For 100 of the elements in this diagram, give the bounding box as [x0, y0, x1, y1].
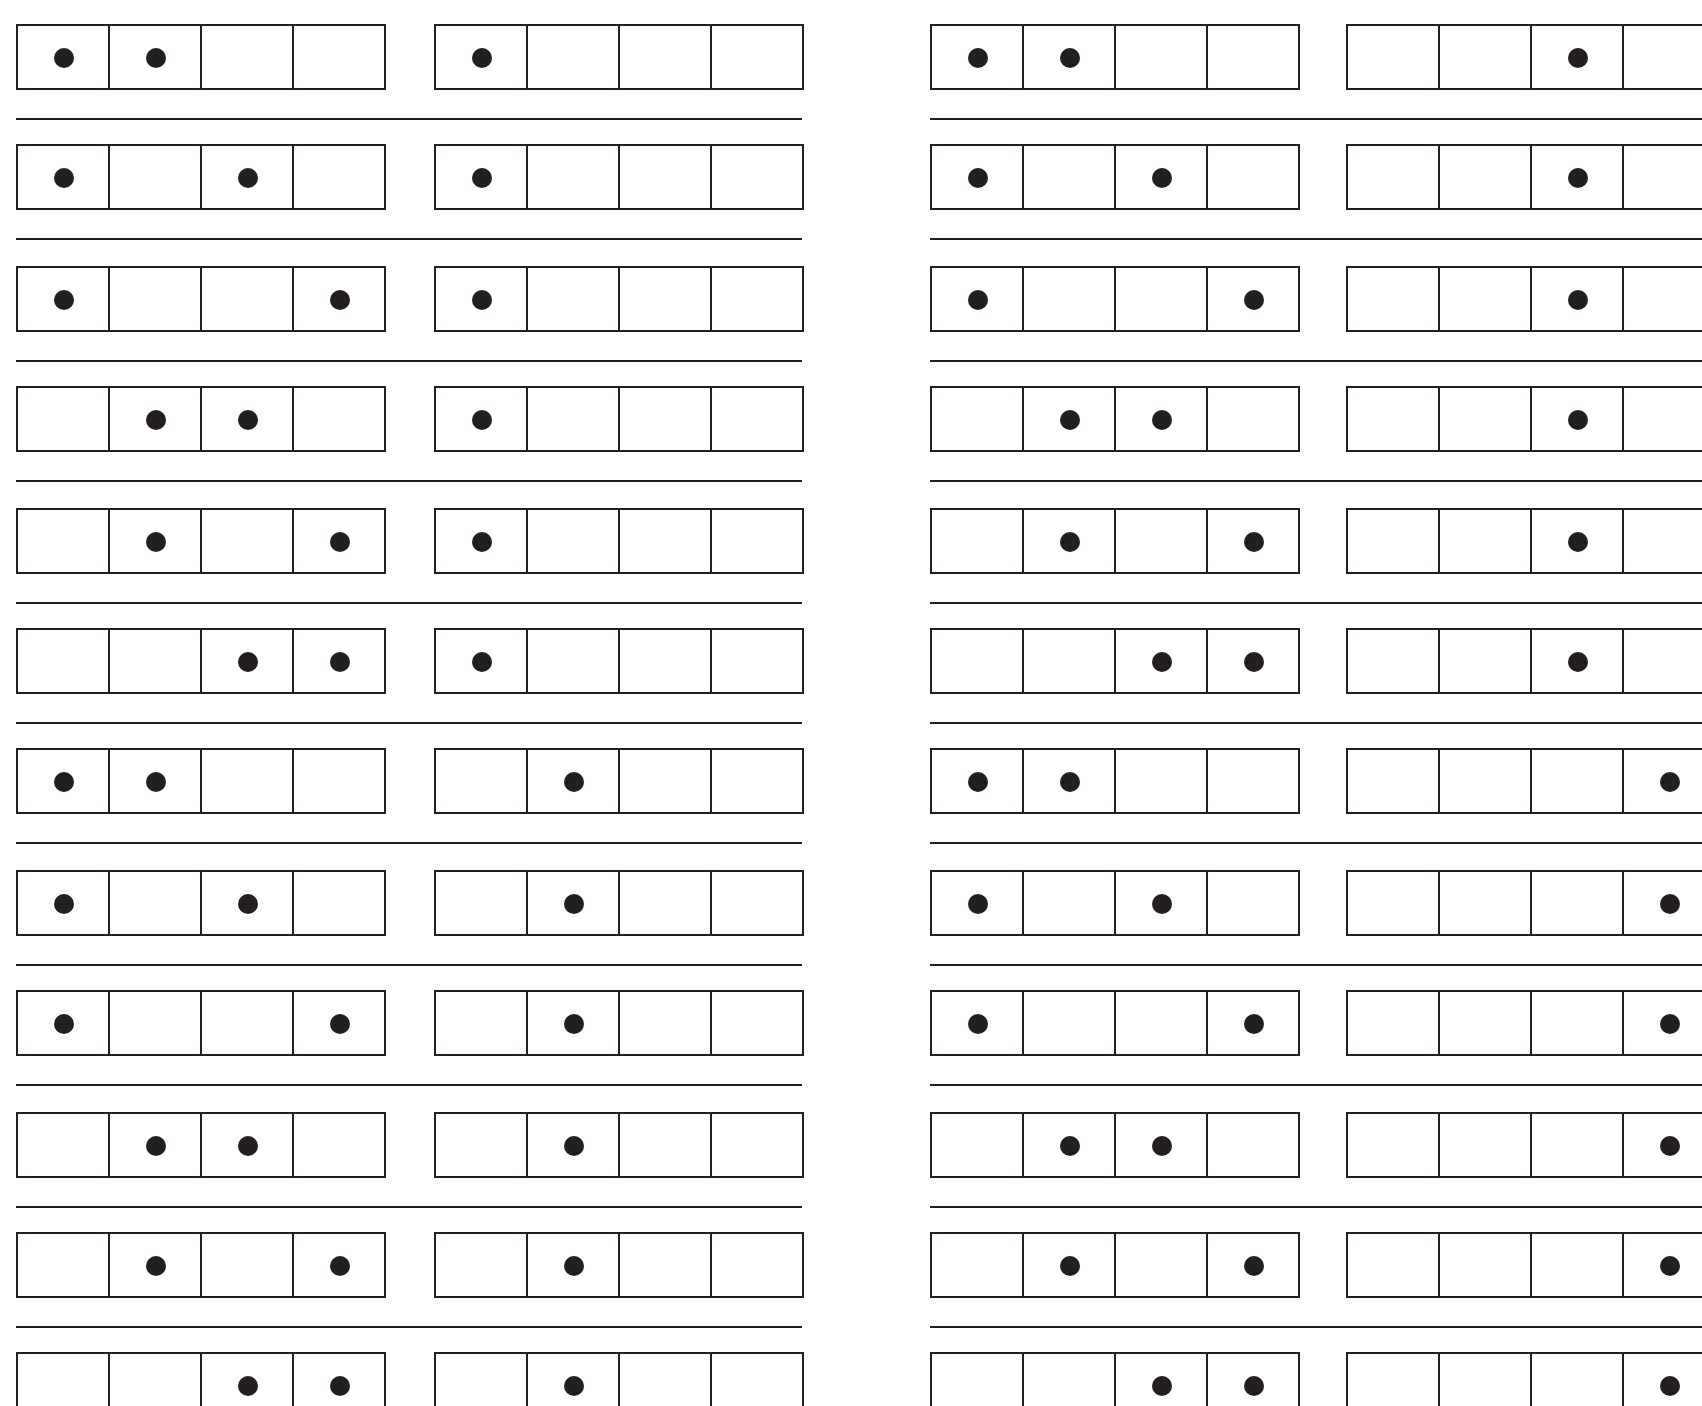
grid-cell	[710, 748, 804, 814]
dot	[967, 47, 987, 67]
grid-cell	[1114, 266, 1208, 332]
grid-cell	[930, 508, 1024, 574]
grid-cell	[292, 266, 386, 332]
grid-cell	[710, 870, 804, 936]
dot	[329, 289, 349, 309]
grid-cell	[930, 748, 1024, 814]
grid-cell	[526, 144, 620, 210]
dot	[145, 409, 165, 429]
grid-cell	[618, 266, 712, 332]
grid-cell	[1346, 870, 1440, 936]
grid-cell	[1114, 990, 1208, 1056]
dot	[1243, 289, 1263, 309]
dot	[471, 409, 491, 429]
grid-cell	[1022, 24, 1116, 90]
grid-cell	[200, 1112, 294, 1178]
grid-cell	[1622, 748, 1702, 814]
grid-cell	[1622, 1232, 1702, 1298]
dot	[1243, 1375, 1263, 1395]
dot	[1567, 651, 1587, 671]
grid-cell	[200, 870, 294, 936]
grid-cell	[16, 508, 110, 574]
dot	[329, 1375, 349, 1395]
grid-cell	[618, 1112, 712, 1178]
dot	[53, 771, 73, 791]
dot	[53, 893, 73, 913]
grid-cell	[434, 1112, 528, 1178]
grid-cell	[1022, 990, 1116, 1056]
grid-cell	[1622, 990, 1702, 1056]
grid-cell	[292, 628, 386, 694]
grid-cell	[1206, 508, 1300, 574]
dot	[1151, 1375, 1171, 1395]
grid-cell	[930, 144, 1024, 210]
dot	[1659, 771, 1679, 791]
grid-cell	[930, 1352, 1024, 1406]
grid-cell	[1530, 508, 1624, 574]
dot	[145, 1135, 165, 1155]
dot	[967, 167, 987, 187]
grid-cell	[200, 628, 294, 694]
grid-cell	[108, 24, 202, 90]
dot	[471, 167, 491, 187]
grid-cell	[108, 386, 202, 452]
dot	[1243, 651, 1263, 671]
grid-cell	[292, 1232, 386, 1298]
dot	[1659, 893, 1679, 913]
dot	[53, 289, 73, 309]
grid-cell	[1206, 1112, 1300, 1178]
grid-cell	[618, 990, 712, 1056]
grid-cell	[1206, 870, 1300, 936]
dot	[1243, 531, 1263, 551]
grid-cell	[710, 266, 804, 332]
dot	[1151, 409, 1171, 429]
dot	[237, 409, 257, 429]
dot	[329, 1013, 349, 1033]
dot	[967, 893, 987, 913]
grid-cell	[1206, 386, 1300, 452]
dot	[1567, 409, 1587, 429]
grid-cell	[1530, 748, 1624, 814]
grid-cell	[1622, 24, 1702, 90]
grid-cell	[1114, 1232, 1208, 1298]
grid-cell	[292, 990, 386, 1056]
dot	[1059, 1135, 1079, 1155]
grid-cell	[526, 990, 620, 1056]
dot	[967, 1013, 987, 1033]
grid-cell	[292, 748, 386, 814]
grid-cell	[1622, 628, 1702, 694]
grid-cell	[16, 1112, 110, 1178]
grid-cell	[710, 24, 804, 90]
grid-cell	[930, 628, 1024, 694]
grid-cell	[1206, 266, 1300, 332]
dot	[967, 771, 987, 791]
grid-cell	[292, 24, 386, 90]
dot	[329, 651, 349, 671]
grid-cell	[16, 870, 110, 936]
grid-cell	[526, 508, 620, 574]
grid-cell	[200, 24, 294, 90]
grid-cell	[710, 1352, 804, 1406]
grid-cell	[200, 386, 294, 452]
grid-cell	[930, 386, 1024, 452]
grid-cell	[434, 508, 528, 574]
grid-cell	[1114, 870, 1208, 936]
grid-cell	[434, 144, 528, 210]
grid-cell	[16, 266, 110, 332]
dot	[1243, 1255, 1263, 1275]
grid-cell	[1114, 628, 1208, 694]
grid-cell	[434, 266, 528, 332]
dot	[471, 651, 491, 671]
dot	[471, 47, 491, 67]
grid-cell	[1206, 1232, 1300, 1298]
grid-cell	[526, 266, 620, 332]
grid-cell	[200, 1232, 294, 1298]
grid-cell	[200, 144, 294, 210]
dot	[53, 1013, 73, 1033]
grid-cell	[618, 144, 712, 210]
grid-cell	[292, 508, 386, 574]
grid-cell	[1114, 24, 1208, 90]
grid-cell	[108, 870, 202, 936]
grid-cell	[1530, 628, 1624, 694]
dot	[237, 167, 257, 187]
